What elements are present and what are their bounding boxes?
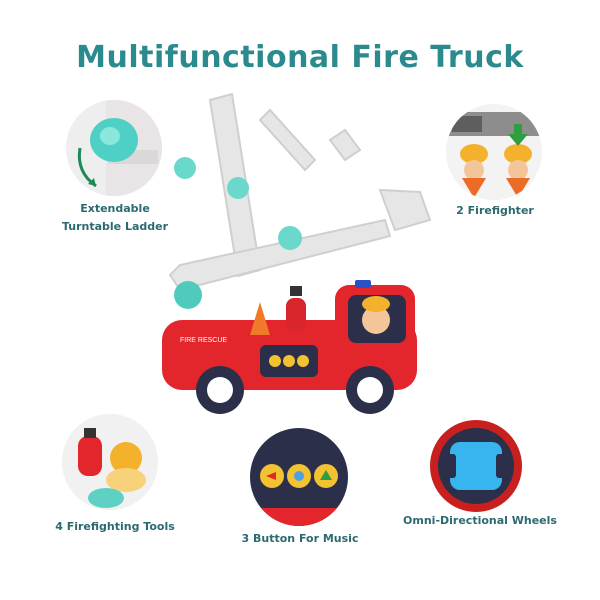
fire-truck-image: FIRE RESCUE <box>140 80 440 425</box>
wheels-feature-label: Omni-Directional Wheels <box>403 514 557 527</box>
firefighter-photo <box>446 104 542 200</box>
ladder-feature-label: Extendable Turntable Ladder <box>60 200 170 236</box>
page-title: Multifunctional Fire Truck <box>76 40 524 75</box>
firefighting-tools-photo <box>62 414 158 510</box>
music-feature-label: 3 Button For Music <box>241 532 359 545</box>
ladder-label-line2: Turntable Ladder <box>61 220 169 233</box>
ladder <box>168 92 432 292</box>
arrow-down-icon <box>508 124 528 146</box>
music-buttons-photo <box>250 428 348 526</box>
truck-decal-text: FIRE RESCUE <box>180 337 227 344</box>
ladder-label-line1: Extendable <box>80 202 150 215</box>
firefighter-feature-label: 2 Firefighter <box>456 204 534 217</box>
tools-feature-label: 4 Firefighting Tools <box>55 520 175 533</box>
ladder-turntable-photo <box>66 100 162 196</box>
omni-wheels-photo <box>428 418 524 514</box>
